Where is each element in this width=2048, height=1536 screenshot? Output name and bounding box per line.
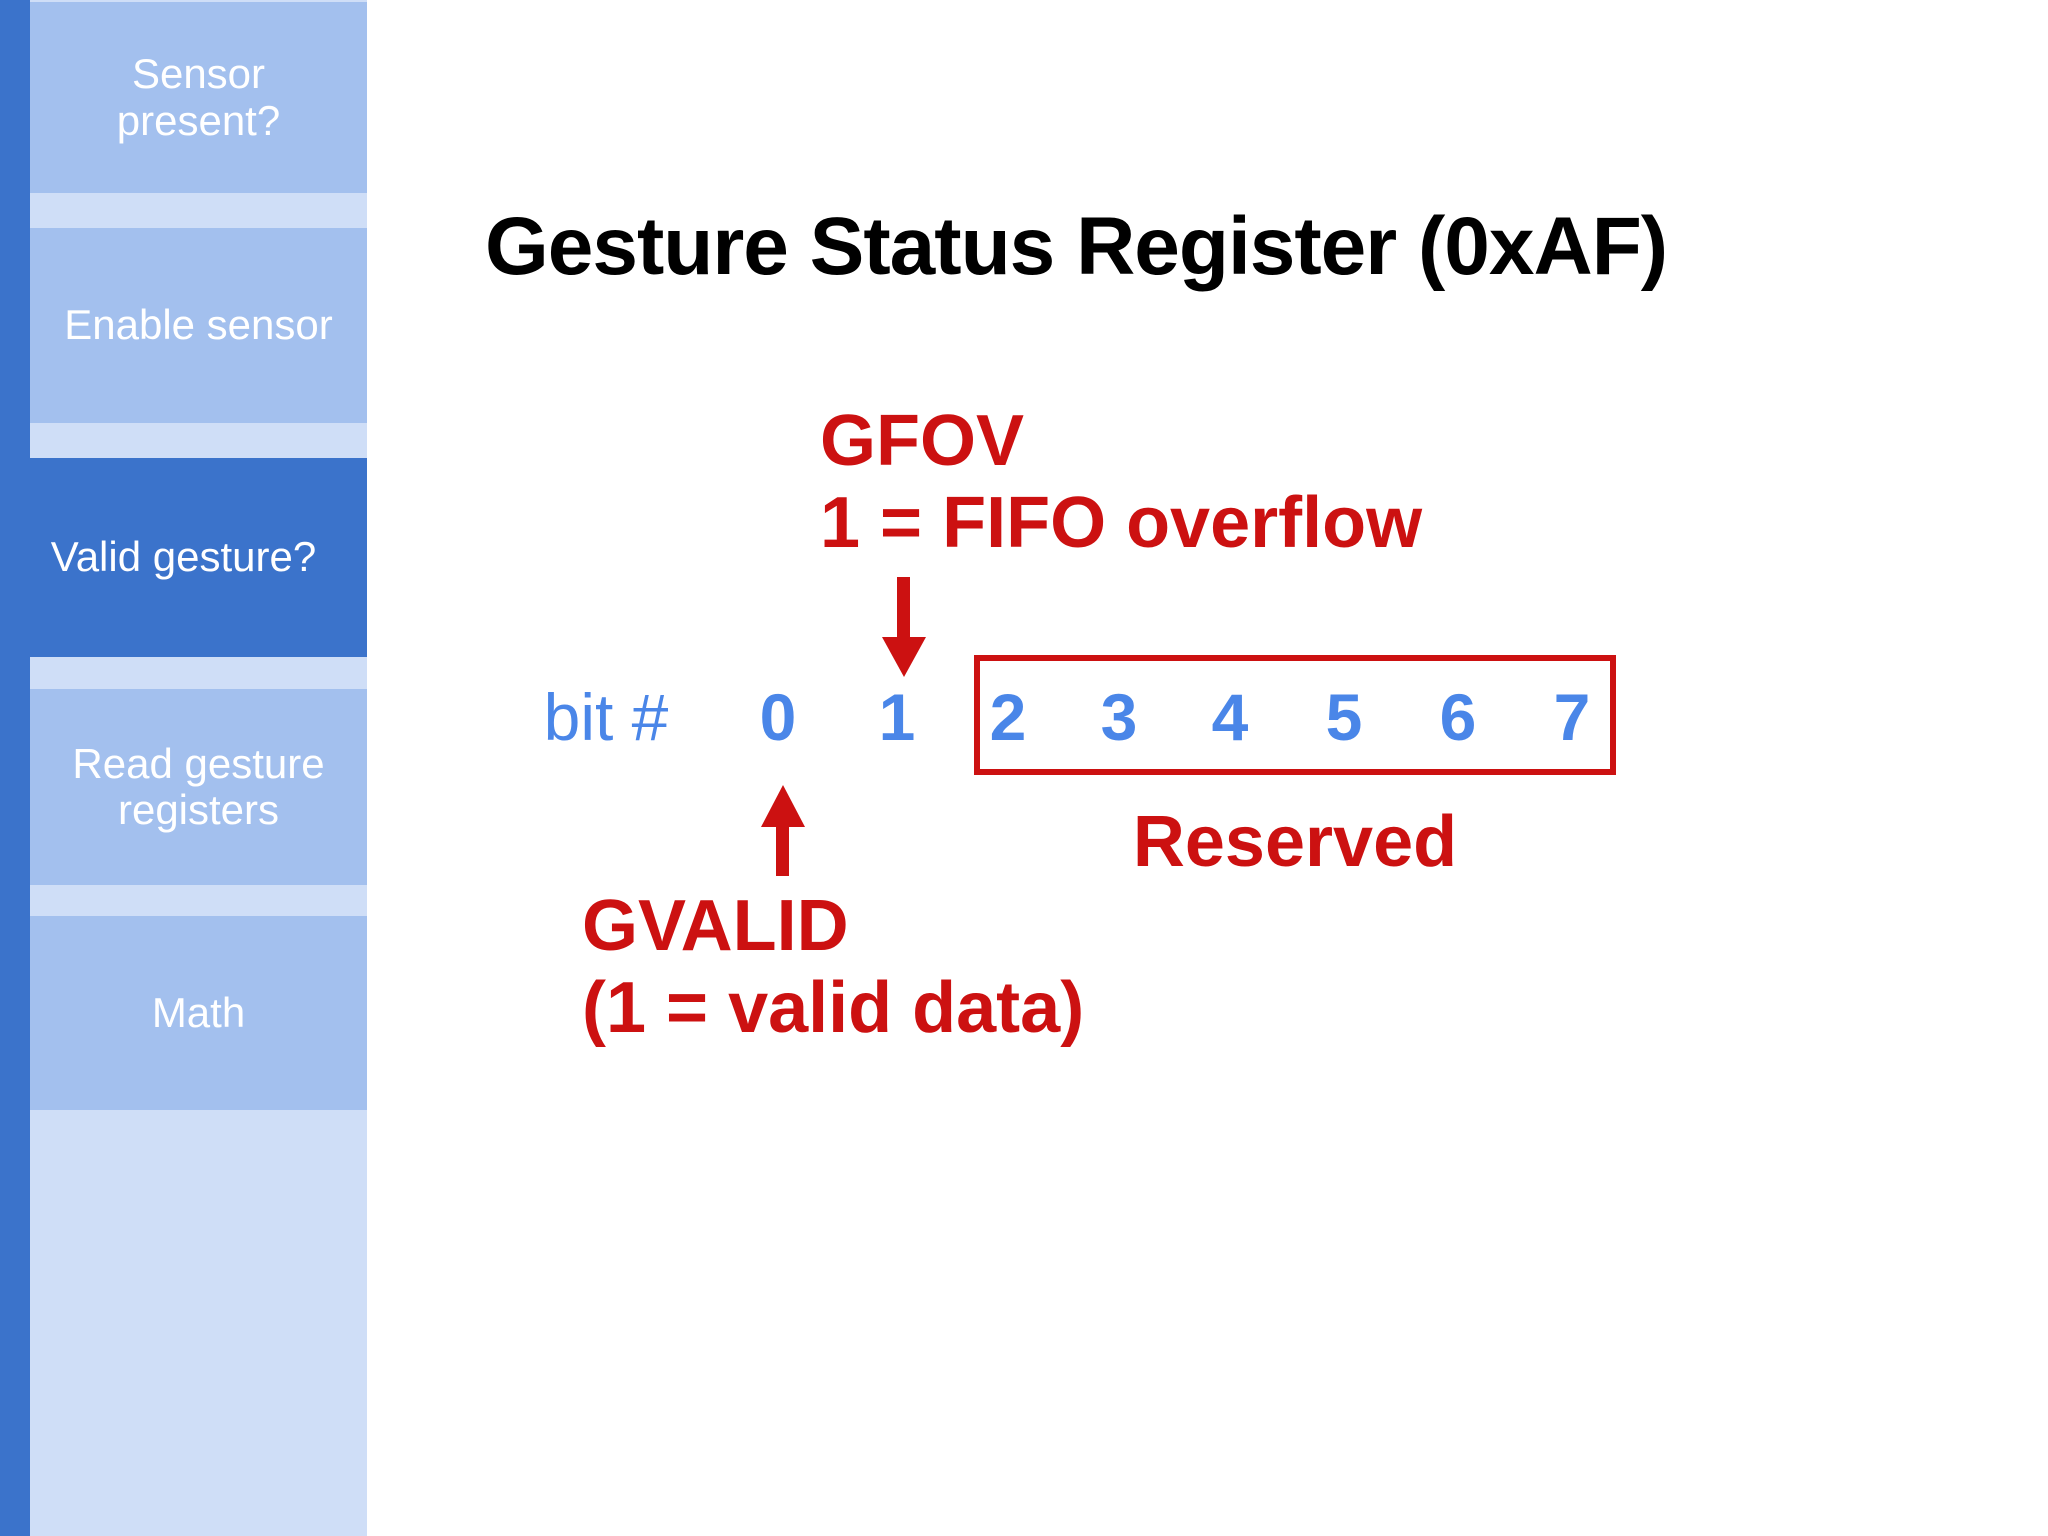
gfov-name: GFOV — [820, 401, 1025, 481]
sidebar-item-label: Read gesture registers — [72, 739, 325, 833]
sidebar-item-read-gesture-registers[interactable]: Read gesture registers — [30, 689, 367, 885]
gvalid-name: GVALID — [582, 886, 849, 966]
bit-1: 1 — [878, 680, 916, 754]
gfov-description: 1 = FIFO overflow — [820, 483, 1423, 563]
sidebar-item-label: Enable sensor — [64, 301, 333, 349]
sidebar-item-label: Valid gesture? — [50, 533, 317, 581]
bit-5: 5 — [1325, 680, 1363, 754]
bit-row-label: bit # — [543, 680, 669, 754]
bit-3: 3 — [1100, 680, 1138, 754]
sidebar: Sensor present? Enable sensor Valid gest… — [0, 0, 367, 1536]
sidebar-item-math[interactable]: Math — [30, 916, 367, 1110]
up-arrow-head-icon — [761, 785, 805, 827]
gvalid-annotation: GVALID (1 = valid data) — [582, 885, 1084, 1049]
bit-0: 0 — [759, 680, 797, 754]
sidebar-item-label: Math — [151, 988, 246, 1036]
reserved-bits-box — [974, 655, 1616, 775]
sidebar-item-label: Sensor present? — [116, 50, 281, 144]
slide-canvas — [367, 0, 2048, 1536]
gfov-annotation: GFOV 1 = FIFO overflow — [820, 400, 1422, 564]
sidebar-item-enable-sensor[interactable]: Enable sensor — [30, 228, 367, 423]
gvalid-description: (1 = valid data) — [582, 968, 1085, 1048]
bit-7: 7 — [1553, 680, 1591, 754]
up-arrow-icon — [776, 826, 789, 876]
bit-2: 2 — [989, 680, 1027, 754]
sidebar-item-sensor-present[interactable]: Sensor present? — [30, 2, 367, 193]
reserved-label: Reserved — [1132, 802, 1458, 882]
bit-4: 4 — [1211, 680, 1249, 754]
down-arrow-icon — [897, 577, 910, 639]
slide-title: Gesture Status Register (0xAF) — [485, 201, 1668, 292]
down-arrow-head-icon — [882, 637, 926, 677]
sidebar-item-valid-gesture[interactable]: Valid gesture? — [0, 458, 367, 657]
sidebar-accent-strip — [0, 0, 30, 1536]
bit-6: 6 — [1439, 680, 1477, 754]
